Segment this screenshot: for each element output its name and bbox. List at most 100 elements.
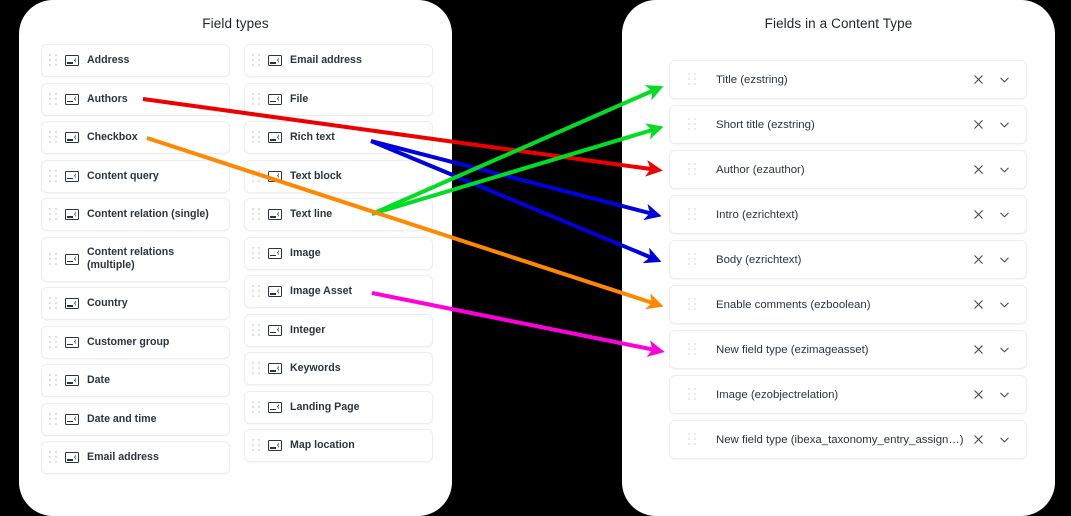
field-type-row[interactable]: Map location — [244, 429, 433, 462]
chevron-down-icon[interactable] — [994, 385, 1014, 405]
field-type-row[interactable]: Authors — [41, 82, 230, 116]
field-type-row[interactable]: Email address — [41, 441, 230, 474]
drag-handle-icon[interactable] — [252, 362, 261, 376]
field-type-icon — [268, 170, 282, 182]
drag-handle-icon[interactable] — [49, 92, 58, 106]
drag-handle-icon[interactable] — [252, 208, 261, 222]
chevron-down-icon[interactable] — [994, 205, 1014, 225]
field-type-row[interactable]: Address — [41, 44, 230, 77]
close-icon[interactable] — [968, 205, 988, 225]
field-type-row[interactable]: Date — [41, 364, 230, 397]
content-type-field-row[interactable]: Body (ezrichtext) — [669, 240, 1027, 279]
drag-handle-icon[interactable] — [252, 323, 261, 337]
chevron-down-icon[interactable] — [994, 430, 1014, 450]
content-type-field-label: Enable comments (ezboolean) — [716, 298, 871, 311]
drag-handle-icon[interactable] — [49, 252, 58, 266]
field-type-row[interactable]: Rich text — [244, 121, 433, 154]
drag-handle-icon[interactable] — [688, 253, 697, 267]
field-type-icon — [268, 324, 282, 336]
field-type-row[interactable]: Landing Page — [244, 390, 433, 424]
drag-handle-icon[interactable] — [49, 54, 58, 68]
close-icon[interactable] — [968, 385, 988, 405]
chevron-down-icon[interactable] — [994, 340, 1014, 360]
close-icon[interactable] — [968, 115, 988, 135]
drag-handle-icon[interactable] — [252, 54, 261, 68]
close-icon[interactable] — [968, 70, 988, 90]
drag-handle-icon[interactable] — [252, 439, 261, 453]
field-type-row[interactable]: Checkbox — [41, 121, 230, 154]
close-icon[interactable] — [968, 340, 988, 360]
field-type-row[interactable]: Customer group — [41, 325, 230, 359]
field-type-row[interactable]: Content relations (multiple) — [41, 236, 230, 282]
drag-handle-icon[interactable] — [252, 92, 261, 106]
drag-handle-icon[interactable] — [252, 285, 261, 299]
field-type-row[interactable]: Integer — [244, 313, 433, 347]
field-type-row[interactable]: Email address — [244, 44, 433, 77]
field-type-icon — [268, 286, 282, 297]
drag-handle-icon[interactable] — [252, 400, 261, 414]
field-type-icon — [268, 55, 282, 66]
field-type-icon — [65, 253, 79, 265]
field-type-label: Rich text — [290, 131, 335, 143]
close-icon[interactable] — [968, 295, 988, 315]
content-type-field-row[interactable]: Image (ezobjectrelation) — [669, 375, 1027, 414]
content-type-field-row[interactable]: Intro (ezrichtext) — [669, 195, 1027, 234]
drag-handle-icon[interactable] — [688, 388, 697, 402]
drag-handle-icon[interactable] — [49, 412, 58, 426]
drag-handle-icon[interactable] — [49, 131, 58, 145]
content-type-field-row[interactable]: Author (ezauthor) — [669, 150, 1027, 189]
drag-handle-icon[interactable] — [49, 451, 58, 465]
field-type-row[interactable]: Date and time — [41, 402, 230, 436]
drag-handle-icon[interactable] — [252, 131, 261, 145]
chevron-down-icon[interactable] — [994, 295, 1014, 315]
drag-handle-icon[interactable] — [49, 208, 58, 222]
field-type-row[interactable]: Text line — [244, 198, 433, 231]
field-type-label: Content relations (multiple) — [87, 246, 175, 271]
close-icon[interactable] — [968, 430, 988, 450]
drag-handle-icon[interactable] — [688, 433, 697, 447]
field-type-row[interactable]: Keywords — [244, 352, 433, 385]
chevron-down-icon[interactable] — [994, 115, 1014, 135]
field-type-row[interactable]: Image — [244, 236, 433, 270]
field-type-icon — [65, 413, 79, 425]
drag-handle-icon[interactable] — [688, 118, 697, 132]
field-type-icon — [268, 132, 282, 143]
field-type-label: Email address — [87, 451, 159, 463]
field-type-icon — [65, 170, 79, 182]
field-type-icon — [268, 247, 282, 259]
content-type-field-row[interactable]: Short title (ezstring) — [669, 105, 1027, 144]
content-type-fields-title: Fields in a Content Type — [764, 16, 913, 31]
drag-handle-icon[interactable] — [49, 297, 58, 311]
drag-handle-icon[interactable] — [688, 343, 697, 357]
content-type-field-row[interactable]: New field type (ibexa_taxonomy_entry_ass… — [669, 420, 1027, 459]
drag-handle-icon[interactable] — [688, 73, 697, 87]
field-type-icon — [65, 375, 79, 386]
field-type-icon — [268, 363, 282, 374]
drag-handle-icon[interactable] — [688, 163, 697, 177]
content-type-field-row[interactable]: Enable comments (ezboolean) — [669, 285, 1027, 324]
field-type-row[interactable]: Text block — [244, 159, 433, 193]
drag-handle-icon[interactable] — [688, 208, 697, 222]
drag-handle-icon[interactable] — [252, 169, 261, 183]
close-icon[interactable] — [968, 160, 988, 180]
chevron-down-icon[interactable] — [994, 250, 1014, 270]
field-type-row[interactable]: Country — [41, 287, 230, 320]
chevron-down-icon[interactable] — [994, 160, 1014, 180]
field-type-row[interactable]: Image Asset — [244, 275, 433, 308]
field-type-row[interactable]: Content query — [41, 159, 230, 193]
field-type-label: Country — [87, 297, 128, 309]
content-type-field-row[interactable]: Title (ezstring) — [669, 60, 1027, 99]
field-type-row[interactable]: Content relation (single) — [41, 198, 230, 231]
field-type-icon — [268, 440, 282, 451]
content-type-field-row[interactable]: New field type (ezimageasset) — [669, 330, 1027, 369]
close-icon[interactable] — [968, 250, 988, 270]
drag-handle-icon[interactable] — [49, 169, 58, 183]
drag-handle-icon[interactable] — [49, 374, 58, 388]
field-type-row[interactable]: File — [244, 82, 433, 116]
field-type-icon — [65, 132, 79, 143]
drag-handle-icon[interactable] — [49, 335, 58, 349]
drag-handle-icon[interactable] — [688, 298, 697, 312]
drag-handle-icon[interactable] — [252, 246, 261, 260]
chevron-down-icon[interactable] — [994, 70, 1014, 90]
